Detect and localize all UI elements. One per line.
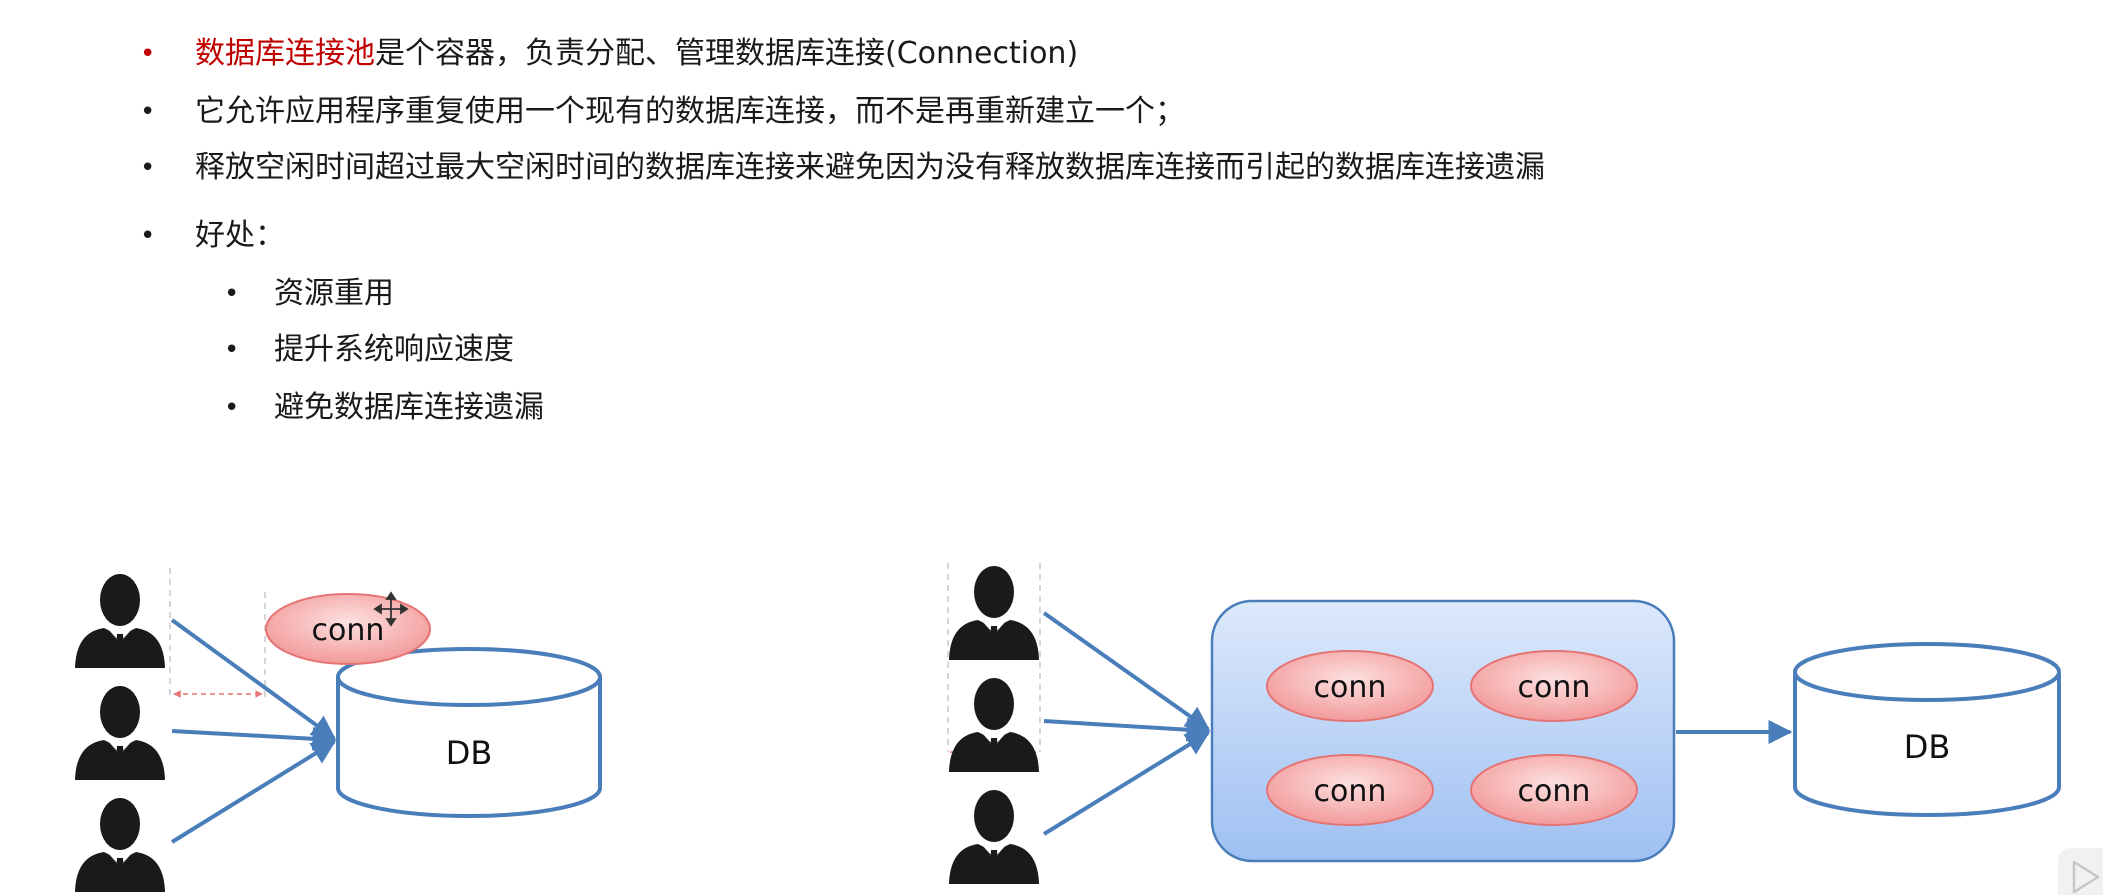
sub-bullet-item: • 资源重用 [224, 274, 394, 314]
request-arrow [1042, 731, 1211, 836]
bullet-dot: • [140, 97, 156, 127]
bullet-text: 好处： [195, 218, 285, 253]
bullet-item: • 它允许应用程序重复使用一个现有的数据库连接，而不是再重新建立一个； [140, 92, 1185, 132]
move-cursor-icon [373, 591, 409, 627]
bullet-dot: • [224, 335, 240, 365]
bullet-dot: • [224, 393, 240, 423]
bullet-dot: • [224, 279, 240, 309]
request-arrow [170, 618, 336, 740]
bullet-dot: • [140, 221, 156, 251]
conn-ellipse: conn [1470, 650, 1638, 722]
connection-pool-box [1210, 599, 1676, 863]
user-icon [75, 798, 165, 892]
user-icon [75, 574, 165, 668]
database-cylinder: DB [1793, 642, 2061, 817]
user-icon [949, 790, 1039, 884]
sub-bullet-text: 资源重用 [274, 276, 394, 311]
left-diagram: DB conn [75, 568, 602, 892]
database-cylinder: DB [336, 647, 602, 818]
request-arrow [1043, 717, 1211, 742]
bullet-text: 是个容器，负责分配、管理数据库连接(Connection) [375, 36, 1079, 71]
request-arrow [171, 726, 337, 751]
conn-ellipse: conn [265, 593, 431, 665]
sub-bullet-text: 提升系统响应速度 [274, 332, 514, 367]
bullet-text: 它允许应用程序重复使用一个现有的数据库连接，而不是再重新建立一个； [195, 94, 1185, 129]
conn-label: conn [1518, 670, 1591, 705]
play-overlay-icon[interactable] [2058, 848, 2103, 895]
bullet-dot: • [140, 153, 156, 183]
db-label: DB [1904, 728, 1951, 766]
bullet-text: 释放空闲时间超过最大空闲时间的数据库连接来避免因为没有释放数据库连接而引起的数据… [195, 150, 1545, 185]
db-label: DB [446, 734, 493, 772]
request-arrow [170, 740, 337, 844]
user-icon [949, 678, 1039, 772]
conn-label: conn [1314, 774, 1387, 809]
bullet-item: • 数据库连接池是个容器，负责分配、管理数据库连接(Connection) [140, 34, 1078, 74]
right-diagram: conn conn conn conn DB [947, 563, 2061, 884]
sub-bullet-item: • 避免数据库连接遗漏 [224, 388, 544, 428]
sub-bullet-item: • 提升系统响应速度 [224, 330, 514, 370]
conn-label: conn [1518, 774, 1591, 809]
bullet-dot: • [140, 39, 156, 69]
conn-label: conn [1314, 670, 1387, 705]
bullet-item: • 释放空闲时间超过最大空闲时间的数据库连接来避免因为没有释放数据库连接而引起的… [140, 148, 1545, 188]
user-icon [75, 686, 165, 780]
bullet-item: • 好处： [140, 216, 285, 256]
user-icon [949, 566, 1039, 660]
conn-ellipse: conn [1266, 650, 1434, 722]
conn-label: conn [312, 613, 385, 648]
conn-ellipse: conn [1266, 754, 1434, 826]
conn-ellipse: conn [1470, 754, 1638, 826]
request-arrow [1042, 611, 1210, 731]
sub-bullet-text: 避免数据库连接遗漏 [274, 390, 544, 425]
highlight-term: 数据库连接池 [195, 36, 375, 71]
